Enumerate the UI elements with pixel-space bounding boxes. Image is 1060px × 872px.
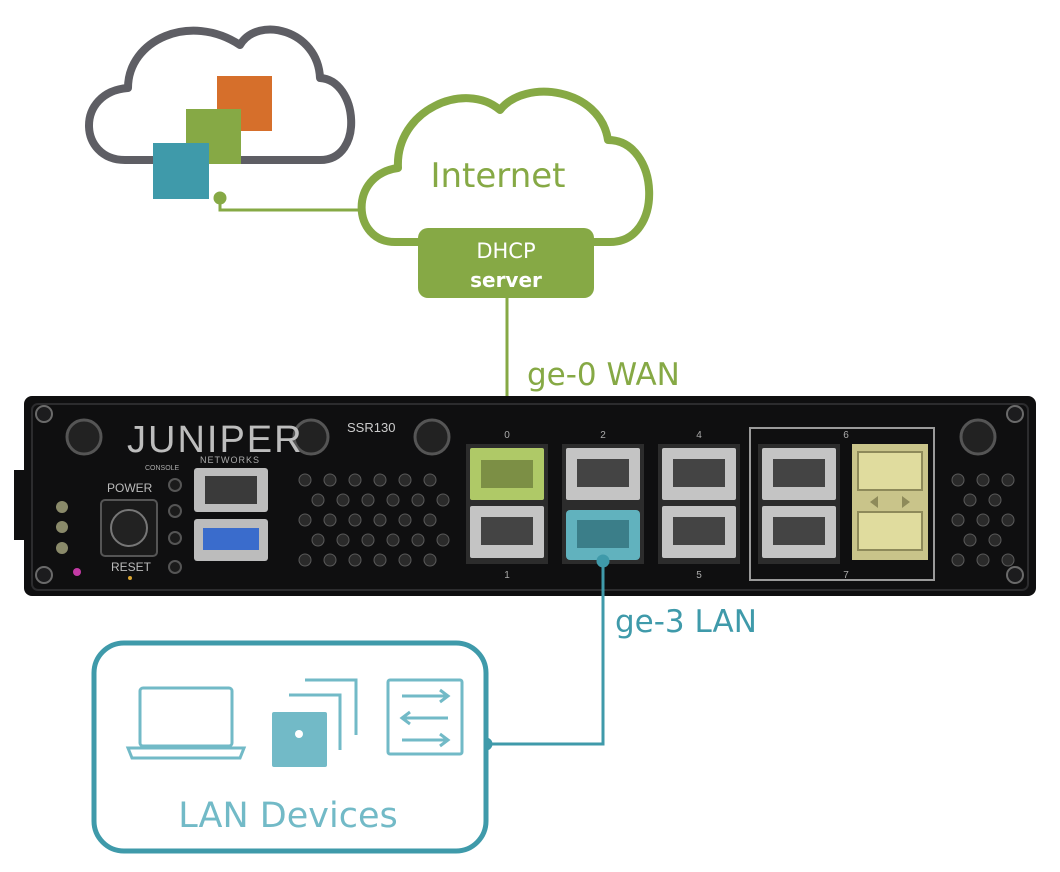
brand-logo: JUNIPER [127,419,304,461]
lan-label: ge-3 LAN [615,604,757,640]
port-num-4: 4 [696,430,702,441]
port-group-6: 6 [843,430,849,441]
brand-sub: NETWORKS [200,455,260,465]
port-group-7: 7 [843,570,849,581]
reset-label: RESET [111,560,152,574]
port-num-1: 1 [504,570,510,581]
dhcp-server-box [418,228,594,298]
dhcp-label-line2: server [470,268,542,292]
internet-cloud-icon [357,87,654,246]
port-num-0: 0 [504,430,510,441]
server-stack-icon [272,678,358,767]
console-label: CONSOLE [145,465,180,472]
switch-icon [386,678,464,756]
internet-label: Internet [430,156,565,196]
cloud-apps-icon [85,25,356,199]
router-chassis [14,396,1036,596]
lan-devices-label: LAN Devices [178,796,398,836]
dhcp-label-line1: DHCP [476,239,535,263]
power-label: POWER [107,481,153,495]
laptop-icon [125,686,247,760]
wan-label: ge-0 WAN [527,357,680,393]
port-num-2: 2 [600,430,606,441]
port-num-5: 5 [696,570,702,581]
model-label: SSR130 [347,420,395,435]
